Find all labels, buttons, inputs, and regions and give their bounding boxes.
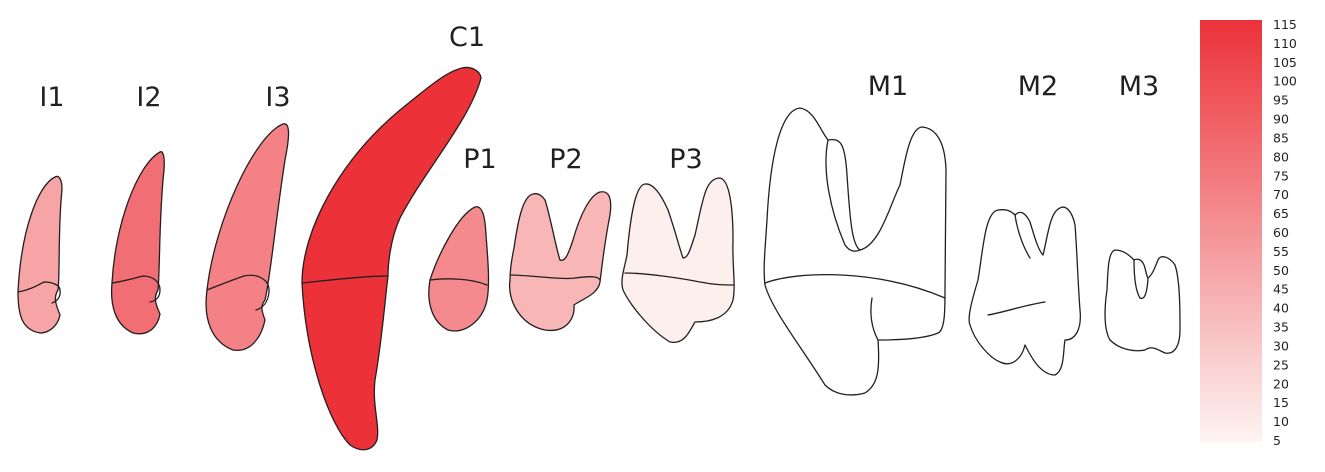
- tooth-label-i2: I2: [136, 82, 161, 113]
- tooth-p1: P1: [428, 144, 497, 332]
- scale-tick-label: 85: [1273, 130, 1289, 145]
- tooth-c1: C1: [301, 22, 485, 451]
- tooth-i2: I2: [110, 82, 165, 335]
- scale-tick-label: 110: [1273, 36, 1297, 51]
- tooth-label-m3: M3: [1119, 71, 1159, 102]
- tooth-p3: P3: [621, 144, 735, 343]
- scale-tick-label: 15: [1273, 395, 1289, 410]
- scale-tick-label: 25: [1273, 357, 1289, 372]
- scale-tick-label: 65: [1273, 206, 1289, 221]
- scale-tick-label: 45: [1273, 282, 1289, 297]
- tooth-label-p3: P3: [669, 144, 702, 175]
- scale-tick-label: 100: [1273, 74, 1297, 89]
- scale-tick-label: 60: [1273, 225, 1289, 240]
- scale-tick-label: 10: [1273, 414, 1289, 429]
- scale-tick-label: 90: [1273, 112, 1289, 127]
- scale-tick-label: 20: [1273, 376, 1289, 391]
- scale-tick-label: 50: [1273, 263, 1289, 278]
- color-scale-labels: 1151101051009590858075706560555045403530…: [1273, 17, 1297, 448]
- tooth-label-c1: C1: [449, 22, 485, 53]
- scale-tick-label: 55: [1273, 244, 1289, 259]
- tooth-label-p1: P1: [463, 144, 496, 175]
- color-scale-legend: 1151101051009590858075706560555045403530…: [1200, 17, 1297, 448]
- scale-tick-label: 105: [1273, 55, 1297, 70]
- tooth-p2: P2: [508, 144, 612, 332]
- tooth-label-m2: M2: [1018, 71, 1058, 102]
- scale-tick-label: 70: [1273, 187, 1289, 202]
- tooth-label-m1: M1: [868, 71, 908, 102]
- tooth-i3: I3: [205, 82, 291, 351]
- tooth-m1: M1: [763, 71, 947, 396]
- tooth-label-i3: I3: [265, 82, 290, 113]
- scale-tick-label: 35: [1273, 320, 1289, 335]
- scale-tick-label: 80: [1273, 149, 1289, 164]
- tooth-m3: M3: [1104, 71, 1181, 354]
- scale-tick-label: 30: [1273, 338, 1289, 353]
- tooth-i1: I1: [17, 82, 65, 334]
- scale-tick-label: 75: [1273, 168, 1289, 183]
- scale-tick-label: 5: [1273, 433, 1281, 448]
- scale-tick-label: 40: [1273, 301, 1289, 316]
- color-scale-bar: [1200, 20, 1262, 442]
- tooth-label-p2: P2: [549, 144, 582, 175]
- tooth-m2: M2: [968, 71, 1081, 376]
- tooth-label-i1: I1: [39, 82, 64, 113]
- scale-tick-label: 115: [1273, 17, 1297, 32]
- scale-tick-label: 95: [1273, 93, 1289, 108]
